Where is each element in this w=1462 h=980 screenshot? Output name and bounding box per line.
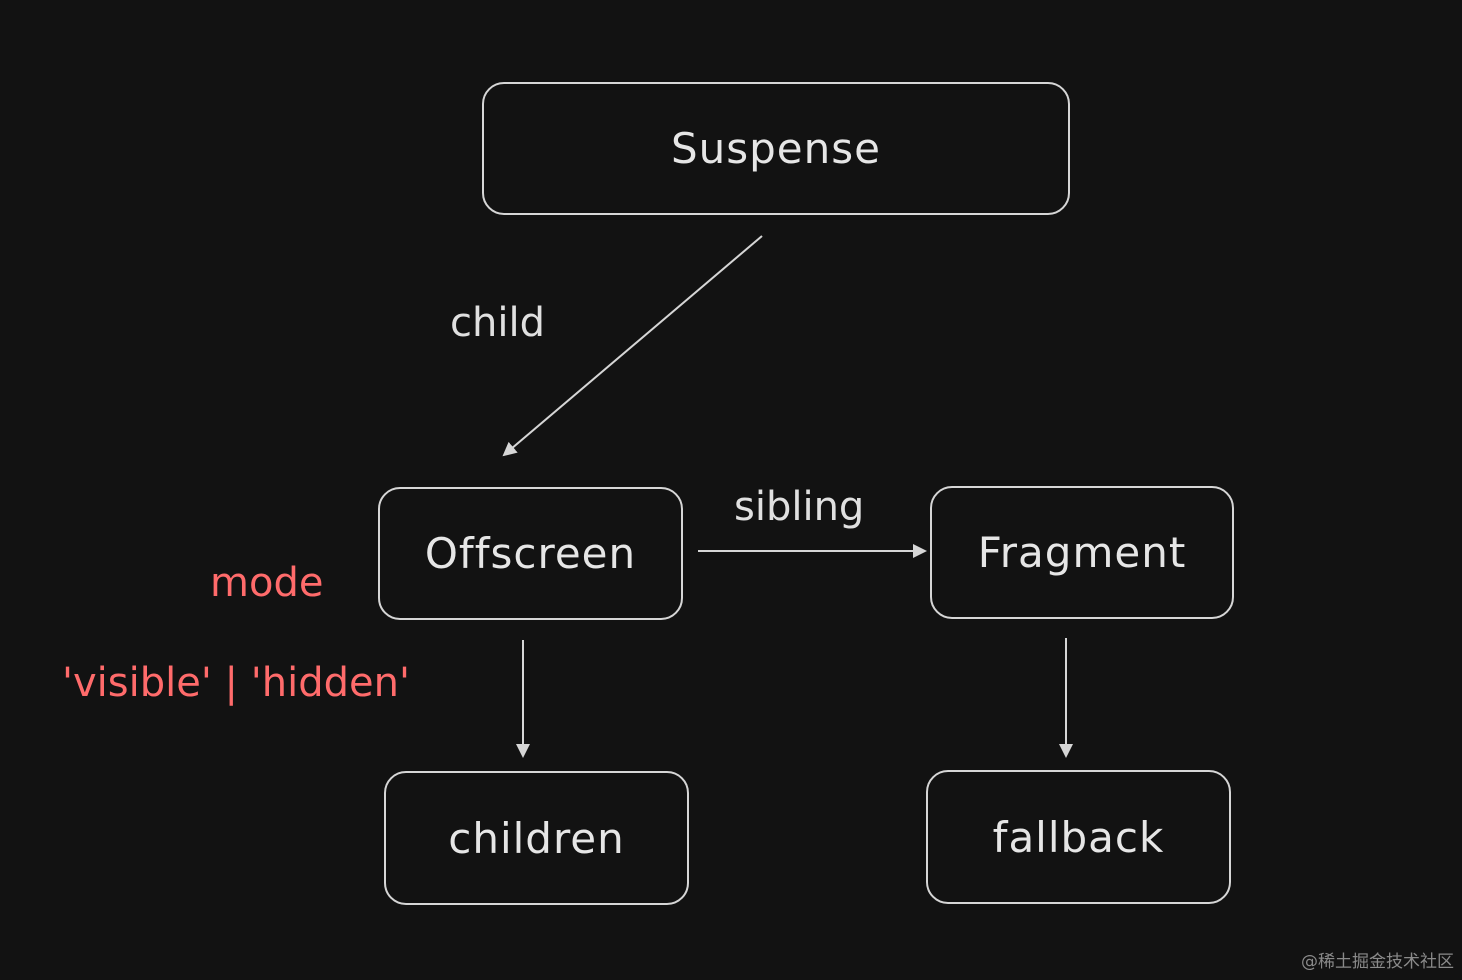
node-suspense-label: Suspense <box>670 124 881 173</box>
annotation-mode-values: 'visible' | 'hidden' <box>62 660 410 706</box>
edge-label-child: child <box>450 300 545 346</box>
annotation-mode: mode <box>210 560 324 606</box>
node-children-label: children <box>448 813 625 863</box>
node-fragment-label: Fragment <box>977 528 1187 577</box>
edge-label-sibling: sibling <box>734 484 865 530</box>
watermark: @稀土掘金技术社区 <box>1301 952 1454 972</box>
node-suspense: Suspense <box>482 82 1070 215</box>
node-children: children <box>384 771 689 905</box>
edge-suspense-to-offscreen <box>502 235 763 457</box>
node-offscreen-label: Offscreen <box>424 529 637 578</box>
node-offscreen: Offscreen <box>378 487 683 620</box>
node-fallback-label: fallback <box>992 812 1165 862</box>
node-fragment: Fragment <box>930 486 1234 619</box>
node-fallback: fallback <box>926 770 1231 904</box>
